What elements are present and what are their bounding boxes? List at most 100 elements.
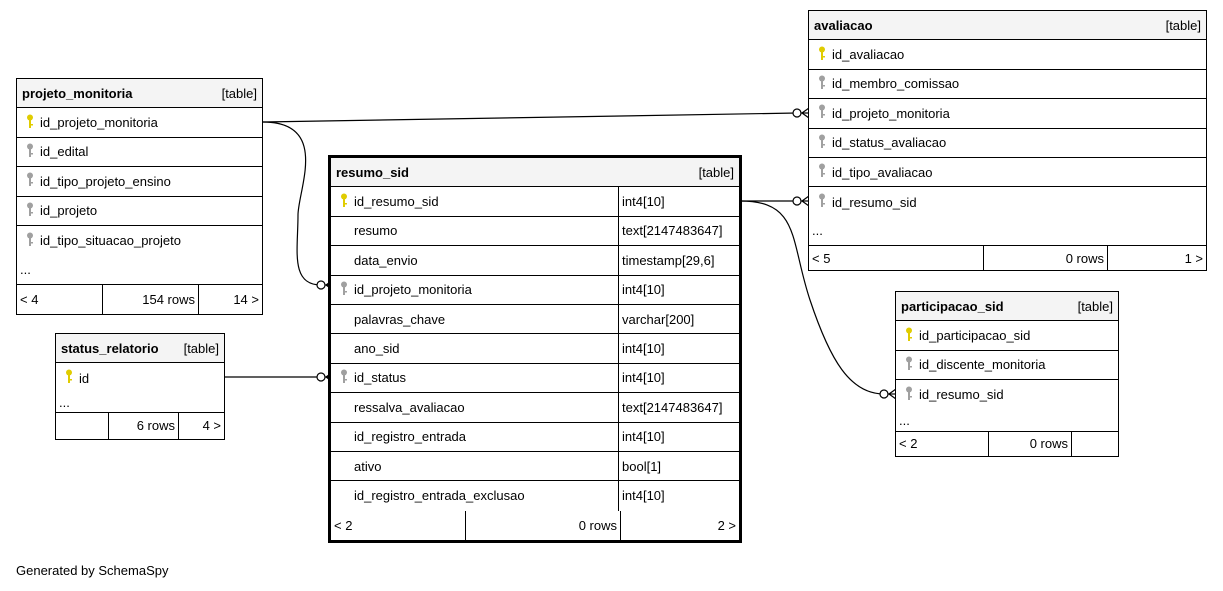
column-name: resumo [354, 223, 398, 239]
foreign-key-icon [23, 172, 37, 190]
column-row[interactable]: id_tipo_avaliacao [809, 158, 1206, 188]
column-row[interactable]: id_avaliacao [809, 40, 1206, 70]
footer-children[interactable]: 2 > [620, 510, 739, 541]
table-participacao-sid[interactable]: participacao_sid [table] id_participacao… [895, 291, 1119, 457]
table-footer: < 5 0 rows 1 > [809, 246, 1206, 271]
column-row[interactable]: id_discente_monitoria [896, 351, 1118, 381]
foreign-key-icon [815, 104, 829, 122]
column-cell: id_membro_comissao [809, 70, 1206, 98]
table-name: avaliacao [814, 17, 873, 33]
column-type: text[2147483647] [618, 216, 739, 246]
table-header: projeto_monitoria [table] [17, 79, 262, 109]
column-row[interactable]: id_projeto_monitoria [17, 108, 262, 138]
table-status-relatorio[interactable]: status_relatorio [table] id ... 6 rows 4… [55, 333, 225, 440]
column-row[interactable]: id_projeto_monitoria [809, 99, 1206, 129]
primary-key-icon [815, 46, 829, 64]
footer-parents[interactable]: < 2 [334, 517, 353, 533]
footer-row-count: 0 rows [983, 246, 1107, 271]
table-kind: [table] [1077, 298, 1113, 314]
column-name: ano_sid [354, 341, 400, 357]
column-cell: id_tipo_situacao_projeto [17, 226, 262, 255]
column-row[interactable]: id_resumo_sid [809, 187, 1206, 216]
column-row[interactable]: resumo text[2147483647] [331, 216, 739, 247]
table-kind: [table] [221, 85, 257, 101]
generated-by-label: Generated by SchemaSpy [16, 563, 169, 578]
column-cell: ativo [331, 452, 618, 480]
table-projeto-monitoria[interactable]: projeto_monitoria [table] id_projeto_mon… [16, 78, 263, 316]
table-header: avaliacao [table] [809, 11, 1206, 41]
column-row[interactable]: id_tipo_projeto_ensino [17, 167, 262, 197]
column-cell: id_participacao_sid [896, 321, 1118, 349]
column-cell: id [56, 363, 224, 392]
column-row[interactable]: id [56, 363, 224, 392]
column-name: id_projeto_monitoria [40, 115, 158, 131]
footer-parents[interactable]: < 2 [899, 436, 918, 452]
footer-children[interactable]: 14 > [198, 284, 262, 315]
footer-parents[interactable]: < 5 [812, 250, 831, 266]
column-row[interactable]: id_tipo_situacao_projeto [17, 226, 262, 255]
foreign-key-icon [337, 281, 351, 299]
column-row[interactable]: id_projeto_monitoria int4[10] [331, 275, 739, 305]
column-cell: id_tipo_projeto_ensino [17, 167, 262, 195]
column-name: id_registro_entrada_exclusao [354, 488, 525, 504]
column-row[interactable]: id_edital [17, 138, 262, 168]
column-row[interactable]: id_participacao_sid [896, 321, 1118, 351]
foreign-key-icon [815, 134, 829, 152]
column-type: varchar[200] [618, 304, 739, 334]
column-type: bool[1] [618, 451, 739, 481]
crows-foot-marker [792, 195, 810, 207]
column-name: id_tipo_avaliacao [832, 164, 933, 180]
table-avaliacao[interactable]: avaliacao [table] id_avaliacao id_membro_… [808, 10, 1207, 272]
column-name: id_status [354, 370, 407, 386]
column-row[interactable]: id_status_avaliacao [809, 129, 1206, 158]
column-type: int4[10] [618, 275, 739, 304]
primary-key-icon [62, 369, 76, 387]
edge-projeto-monitoria-to-avaliacao [262, 112, 798, 123]
column-name: id_avaliacao [832, 47, 905, 63]
column-cell: resumo [331, 217, 618, 245]
foreign-key-icon [23, 143, 37, 161]
column-name: id_projeto [40, 203, 98, 219]
column-name: id_participacao_sid [919, 328, 1031, 344]
column-name: id_status_avaliacao [832, 135, 947, 151]
column-row[interactable]: id_registro_entrada_exclusao int4[10] [331, 481, 739, 511]
column-type: text[2147483647] [618, 393, 739, 422]
column-type: int4[10] [618, 187, 739, 216]
edge-resumo-sid-to-participacao-sid [739, 200, 885, 395]
table-header: participacao_sid [table] [896, 292, 1118, 322]
column-name: data_envio [354, 252, 418, 268]
column-row[interactable]: ativo bool[1] [331, 451, 739, 482]
table-name: resumo_sid [336, 164, 409, 180]
footer-parents[interactable]: < 4 [20, 291, 39, 307]
footer-parents[interactable] [56, 413, 108, 439]
column-type: int4[10] [618, 481, 739, 511]
footer-row-count: 154 rows [102, 284, 198, 315]
foreign-key-icon [23, 202, 37, 220]
column-cell: id_status [331, 364, 618, 392]
column-name: ativo [354, 458, 382, 474]
column-name: id [79, 370, 90, 386]
column-name: id_tipo_situacao_projeto [40, 233, 181, 249]
column-row[interactable]: id_projeto [17, 197, 262, 226]
column-row[interactable]: id_membro_comissao [809, 70, 1206, 100]
column-cell: id_avaliacao [809, 40, 1206, 68]
table-footer: < 2 0 rows [896, 431, 1118, 456]
column-cell: id_tipo_avaliacao [809, 158, 1206, 186]
footer-children[interactable]: 1 > [1107, 246, 1206, 271]
footer-children[interactable]: 4 > [178, 412, 224, 439]
column-cell: ressalva_avaliacao [331, 393, 618, 421]
table-name: projeto_monitoria [22, 85, 133, 101]
primary-key-icon [23, 114, 37, 132]
column-row[interactable]: id_resumo_sid [896, 380, 1118, 409]
footer-children[interactable] [1071, 431, 1118, 456]
column-name: id_projeto_monitoria [354, 282, 472, 298]
primary-key-icon [337, 193, 351, 211]
